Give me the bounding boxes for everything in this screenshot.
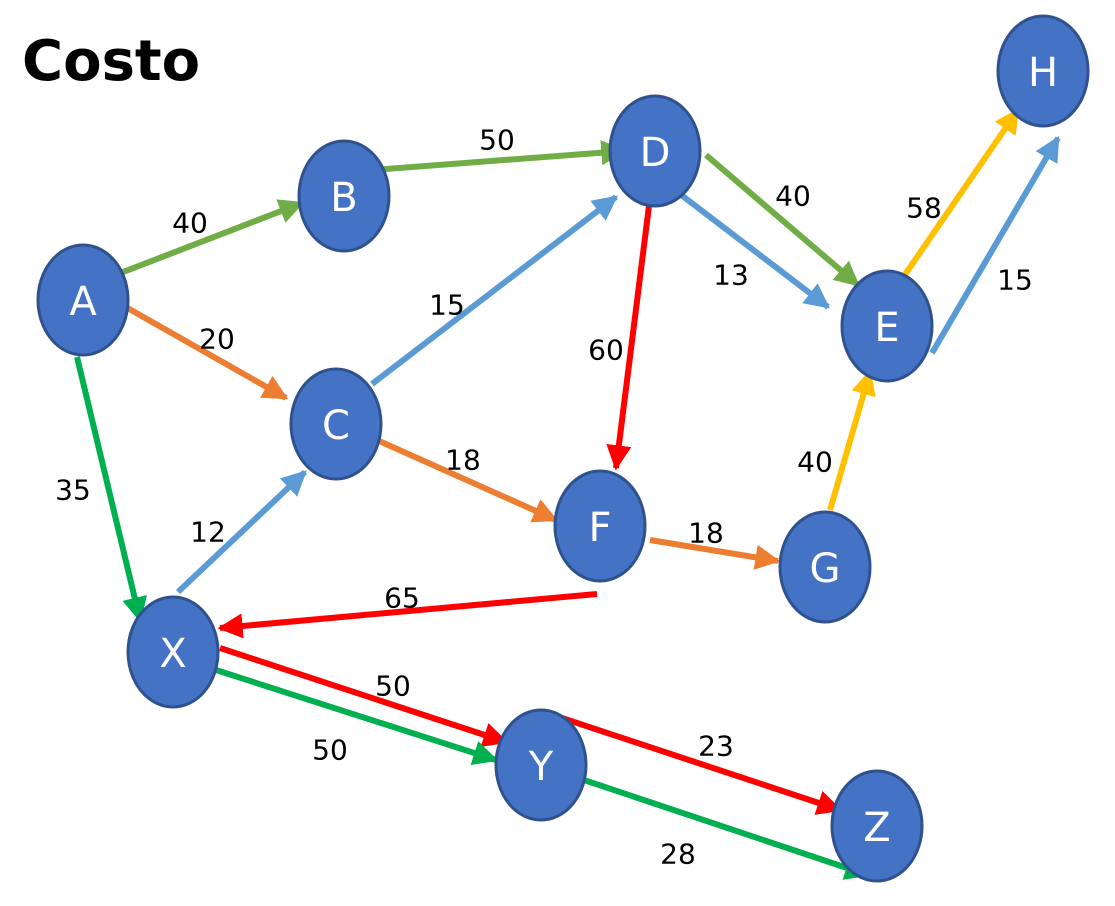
node-circle xyxy=(830,769,924,883)
edge-d-e-green-light xyxy=(704,152,860,288)
node-circle xyxy=(778,510,872,624)
edge-cost-label: 60 xyxy=(588,334,624,367)
edge-cost-label: 12 xyxy=(190,516,226,549)
edge-x-c-blue xyxy=(175,469,308,595)
edge-cost-label: 40 xyxy=(775,180,811,213)
edge-y-z-green xyxy=(583,777,871,880)
node-circle xyxy=(840,269,934,383)
edge-labels-layer: 40 50 40 20 18 18 15 12 13 15 60 65 50 23 35 50 28 40 58 xyxy=(55,124,1033,871)
node-circle xyxy=(297,139,391,253)
node-g: G xyxy=(778,510,872,624)
edges-layer xyxy=(74,107,1061,880)
node-label: A xyxy=(69,279,97,325)
edge-d-f-red xyxy=(606,197,653,471)
edge-d-e-blue xyxy=(674,188,831,310)
edge-e-h-blue xyxy=(929,135,1061,355)
node-circle xyxy=(996,14,1090,128)
edge-x-y-red xyxy=(219,645,509,747)
edge-cost-label: 58 xyxy=(906,192,942,225)
edge-cost-label: 18 xyxy=(445,444,481,477)
node-label: G xyxy=(810,546,841,592)
edge-cost-label: 65 xyxy=(384,582,420,615)
node-f: F xyxy=(553,469,647,583)
node-label: Y xyxy=(528,744,554,790)
edge-cost-label: 28 xyxy=(660,838,696,871)
edge-cost-label: 50 xyxy=(312,734,348,767)
edge-cost-label: 15 xyxy=(997,264,1033,297)
node-circle xyxy=(553,469,647,583)
node-x: X xyxy=(126,595,220,709)
node-label: D xyxy=(640,130,671,176)
node-label: Z xyxy=(863,805,890,851)
node-e: E xyxy=(840,269,934,383)
node-z: Z xyxy=(830,769,924,883)
edge-cost-label: 23 xyxy=(698,730,734,763)
node-label: H xyxy=(1028,50,1058,96)
node-label: F xyxy=(588,505,611,551)
edge-y-z-red xyxy=(555,713,843,815)
diagram-title: Costo xyxy=(22,29,200,94)
edge-cost-label: 40 xyxy=(172,207,208,240)
node-c: C xyxy=(289,367,383,481)
node-label: X xyxy=(159,631,186,677)
node-d: D xyxy=(608,94,702,208)
edge-f-x-red xyxy=(217,591,598,639)
edge-cost-label: 20 xyxy=(199,323,235,356)
edge-c-f-orange xyxy=(366,433,559,523)
node-a: A xyxy=(36,243,130,357)
edge-cost-label: 18 xyxy=(688,517,724,550)
node-label: E xyxy=(874,305,899,351)
edge-g-e-yellow xyxy=(827,369,876,511)
edge-x-y-green xyxy=(215,667,499,766)
edge-a-b-green-light xyxy=(116,199,305,277)
node-label: C xyxy=(322,403,350,449)
edge-c-d-blue xyxy=(370,194,619,387)
edge-cost-label: 35 xyxy=(55,474,91,507)
node-circle xyxy=(126,595,220,709)
edge-cost-label: 13 xyxy=(713,259,749,292)
edge-cost-label: 15 xyxy=(429,289,465,322)
node-circle xyxy=(36,243,130,357)
edge-b-d-green-light xyxy=(371,140,627,173)
edge-cost-label: 40 xyxy=(797,446,833,479)
edge-cost-label: 50 xyxy=(479,124,515,157)
node-circle xyxy=(494,708,588,822)
node-circle xyxy=(608,94,702,208)
nodes-layer: A B C D E F G H X Y Z xyxy=(36,14,1090,883)
node-h: H xyxy=(996,14,1090,128)
node-label: B xyxy=(330,175,357,221)
edge-cost-label: 50 xyxy=(375,670,411,703)
edge-e-h-yellow xyxy=(901,107,1021,278)
edge-f-g-orange xyxy=(649,537,781,570)
node-y: Y xyxy=(494,708,588,822)
edge-a-c-orange xyxy=(122,303,289,401)
node-b: B xyxy=(297,139,391,253)
node-circle xyxy=(289,367,383,481)
edge-a-x-green xyxy=(74,356,147,623)
